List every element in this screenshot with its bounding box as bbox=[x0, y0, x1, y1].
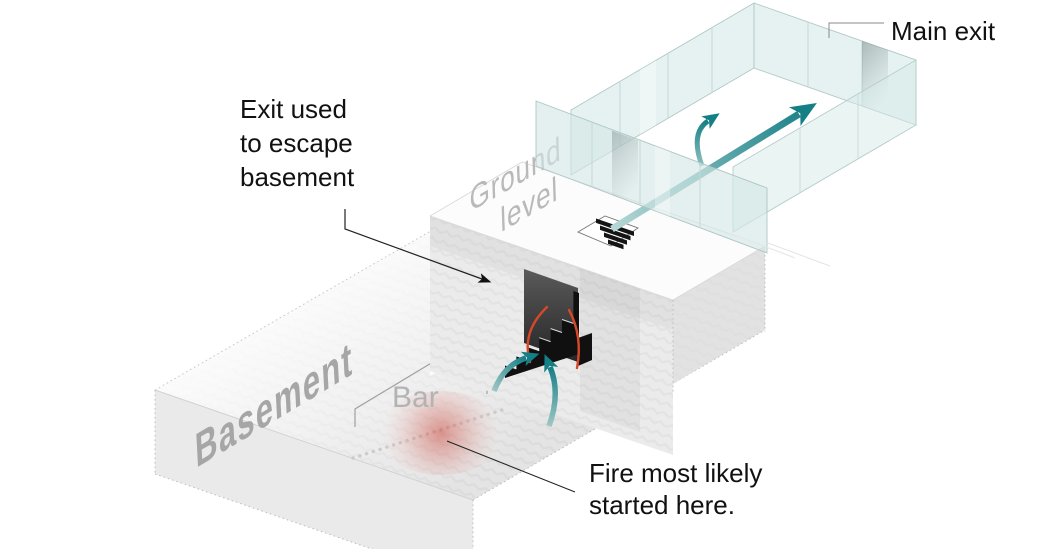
basement-front-face bbox=[154, 389, 474, 549]
interior-door bbox=[612, 130, 638, 206]
fire-origin-label-line2: started here. bbox=[589, 490, 735, 520]
basement-escape-arrows bbox=[491, 351, 559, 427]
escape-arrow-icon bbox=[694, 113, 720, 167]
main-exit-callout: Main exit bbox=[828, 16, 996, 46]
escape-arrow-icon bbox=[491, 351, 540, 393]
escape-exit-label-line1: Exit used bbox=[240, 94, 347, 124]
escape-exit-callout: Exit used to escape basement bbox=[240, 94, 492, 283]
fire-glow-icon bbox=[377, 391, 505, 475]
escape-arrow-icon bbox=[544, 354, 559, 427]
fire-origin-label-line1: Fire most likely bbox=[589, 458, 762, 488]
escape-exit-label-line3: basement bbox=[240, 162, 355, 192]
escape-exit-label-line2: to escape bbox=[240, 128, 353, 158]
bar-label: Bar bbox=[392, 381, 439, 414]
main-exit-label: Main exit bbox=[891, 16, 996, 46]
glass-wall-front-left bbox=[535, 100, 768, 254]
stair-side-wall bbox=[578, 333, 592, 366]
leader-line bbox=[446, 440, 576, 493]
leader-arrow bbox=[344, 209, 492, 283]
leader-line bbox=[828, 22, 884, 38]
glass-room bbox=[535, 2, 917, 258]
stairs-icon bbox=[505, 291, 579, 378]
fire-origin-callout: Fire most likely started here. bbox=[446, 440, 762, 520]
basement-stairs bbox=[504, 291, 592, 378]
